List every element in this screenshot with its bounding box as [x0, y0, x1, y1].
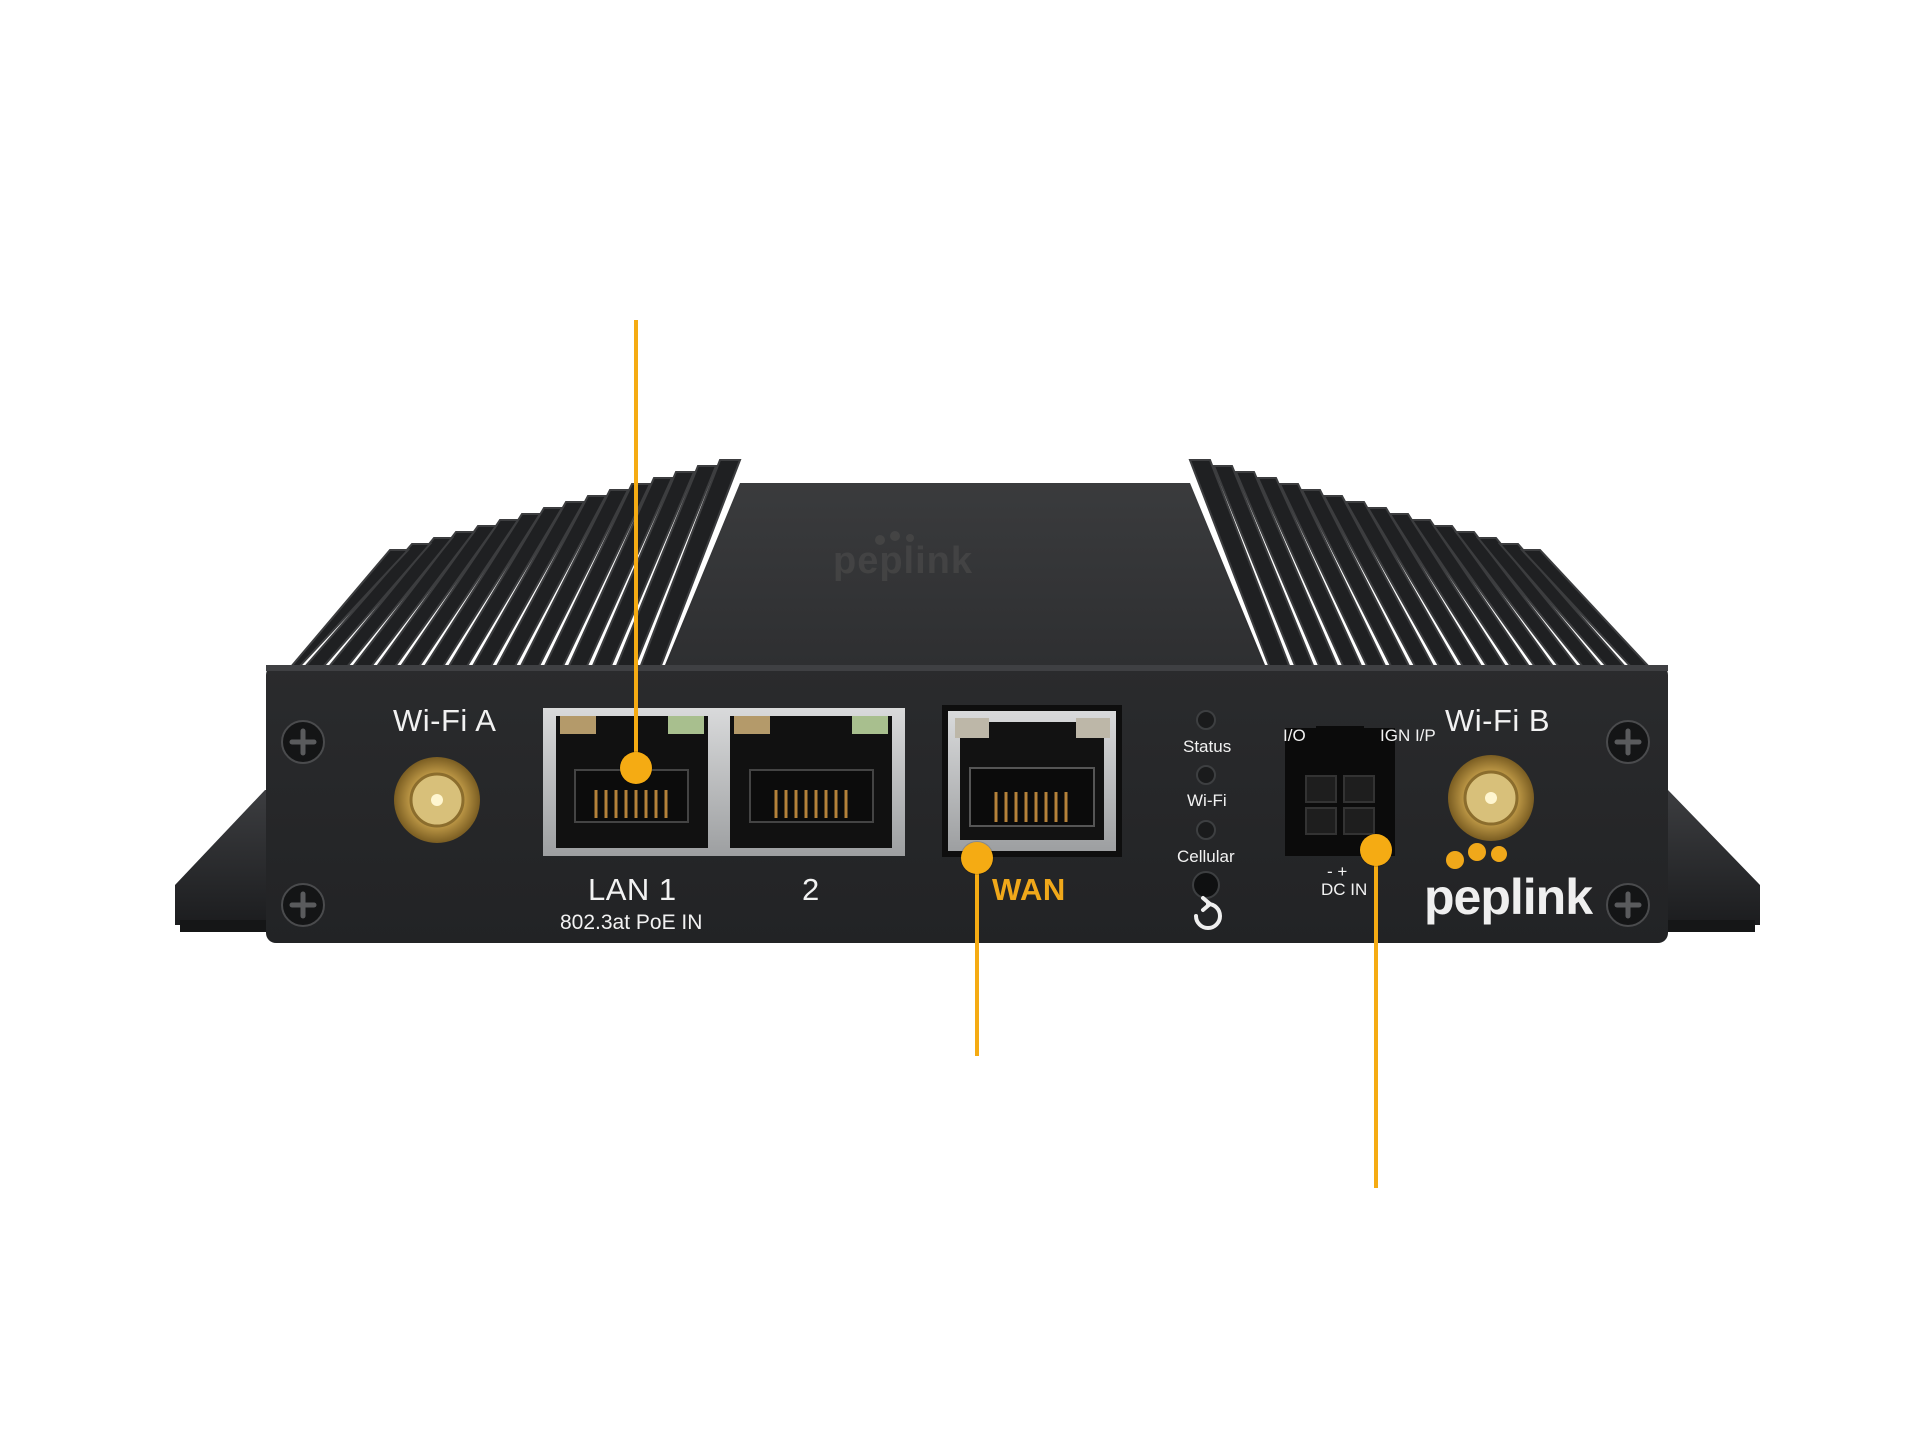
io-label: I/O — [1283, 726, 1306, 745]
ign-label: IGN I/P — [1380, 726, 1436, 745]
sma-antenna-connector-icon — [394, 755, 1534, 843]
top-plate — [665, 483, 1265, 665]
callout-line-lan — [634, 320, 638, 768]
reset-button — [1192, 871, 1220, 899]
logo-dots — [1446, 843, 1507, 869]
callout-line-dc — [1374, 850, 1378, 1188]
top-brand-logo: peplink — [833, 540, 974, 582]
wifi-a-label: Wi-Fi A — [393, 703, 497, 738]
wifi-b-label: Wi-Fi B — [1445, 703, 1551, 738]
status-led-label: Status — [1183, 737, 1232, 756]
status-leds — [1196, 710, 1216, 840]
dc-in-label: DC IN — [1321, 880, 1368, 899]
callout-dot-dc[interactable] — [1360, 834, 1392, 866]
callout-dot-lan[interactable] — [620, 752, 652, 784]
callout-dot-wan[interactable] — [961, 842, 993, 874]
lan1-label: LAN 1 — [588, 872, 677, 907]
lan-ports — [543, 708, 905, 856]
front-brand-logo: peplink — [1424, 869, 1593, 925]
heatsink-fins-right — [1188, 459, 1653, 669]
wifi-led-label: Wi-Fi — [1187, 791, 1227, 810]
callout-line-wan — [975, 858, 979, 1056]
wan-port — [942, 705, 1122, 857]
polarity-label: - + — [1327, 862, 1348, 881]
wan-label: WAN — [992, 872, 1066, 907]
lan2-label: 2 — [802, 872, 820, 907]
reset-arrow-icon — [1194, 896, 1222, 930]
heatsink-fins-left — [287, 459, 742, 669]
cellular-led-label: Cellular — [1177, 847, 1235, 866]
lan-poe-label: 802.3at PoE IN — [560, 911, 703, 934]
